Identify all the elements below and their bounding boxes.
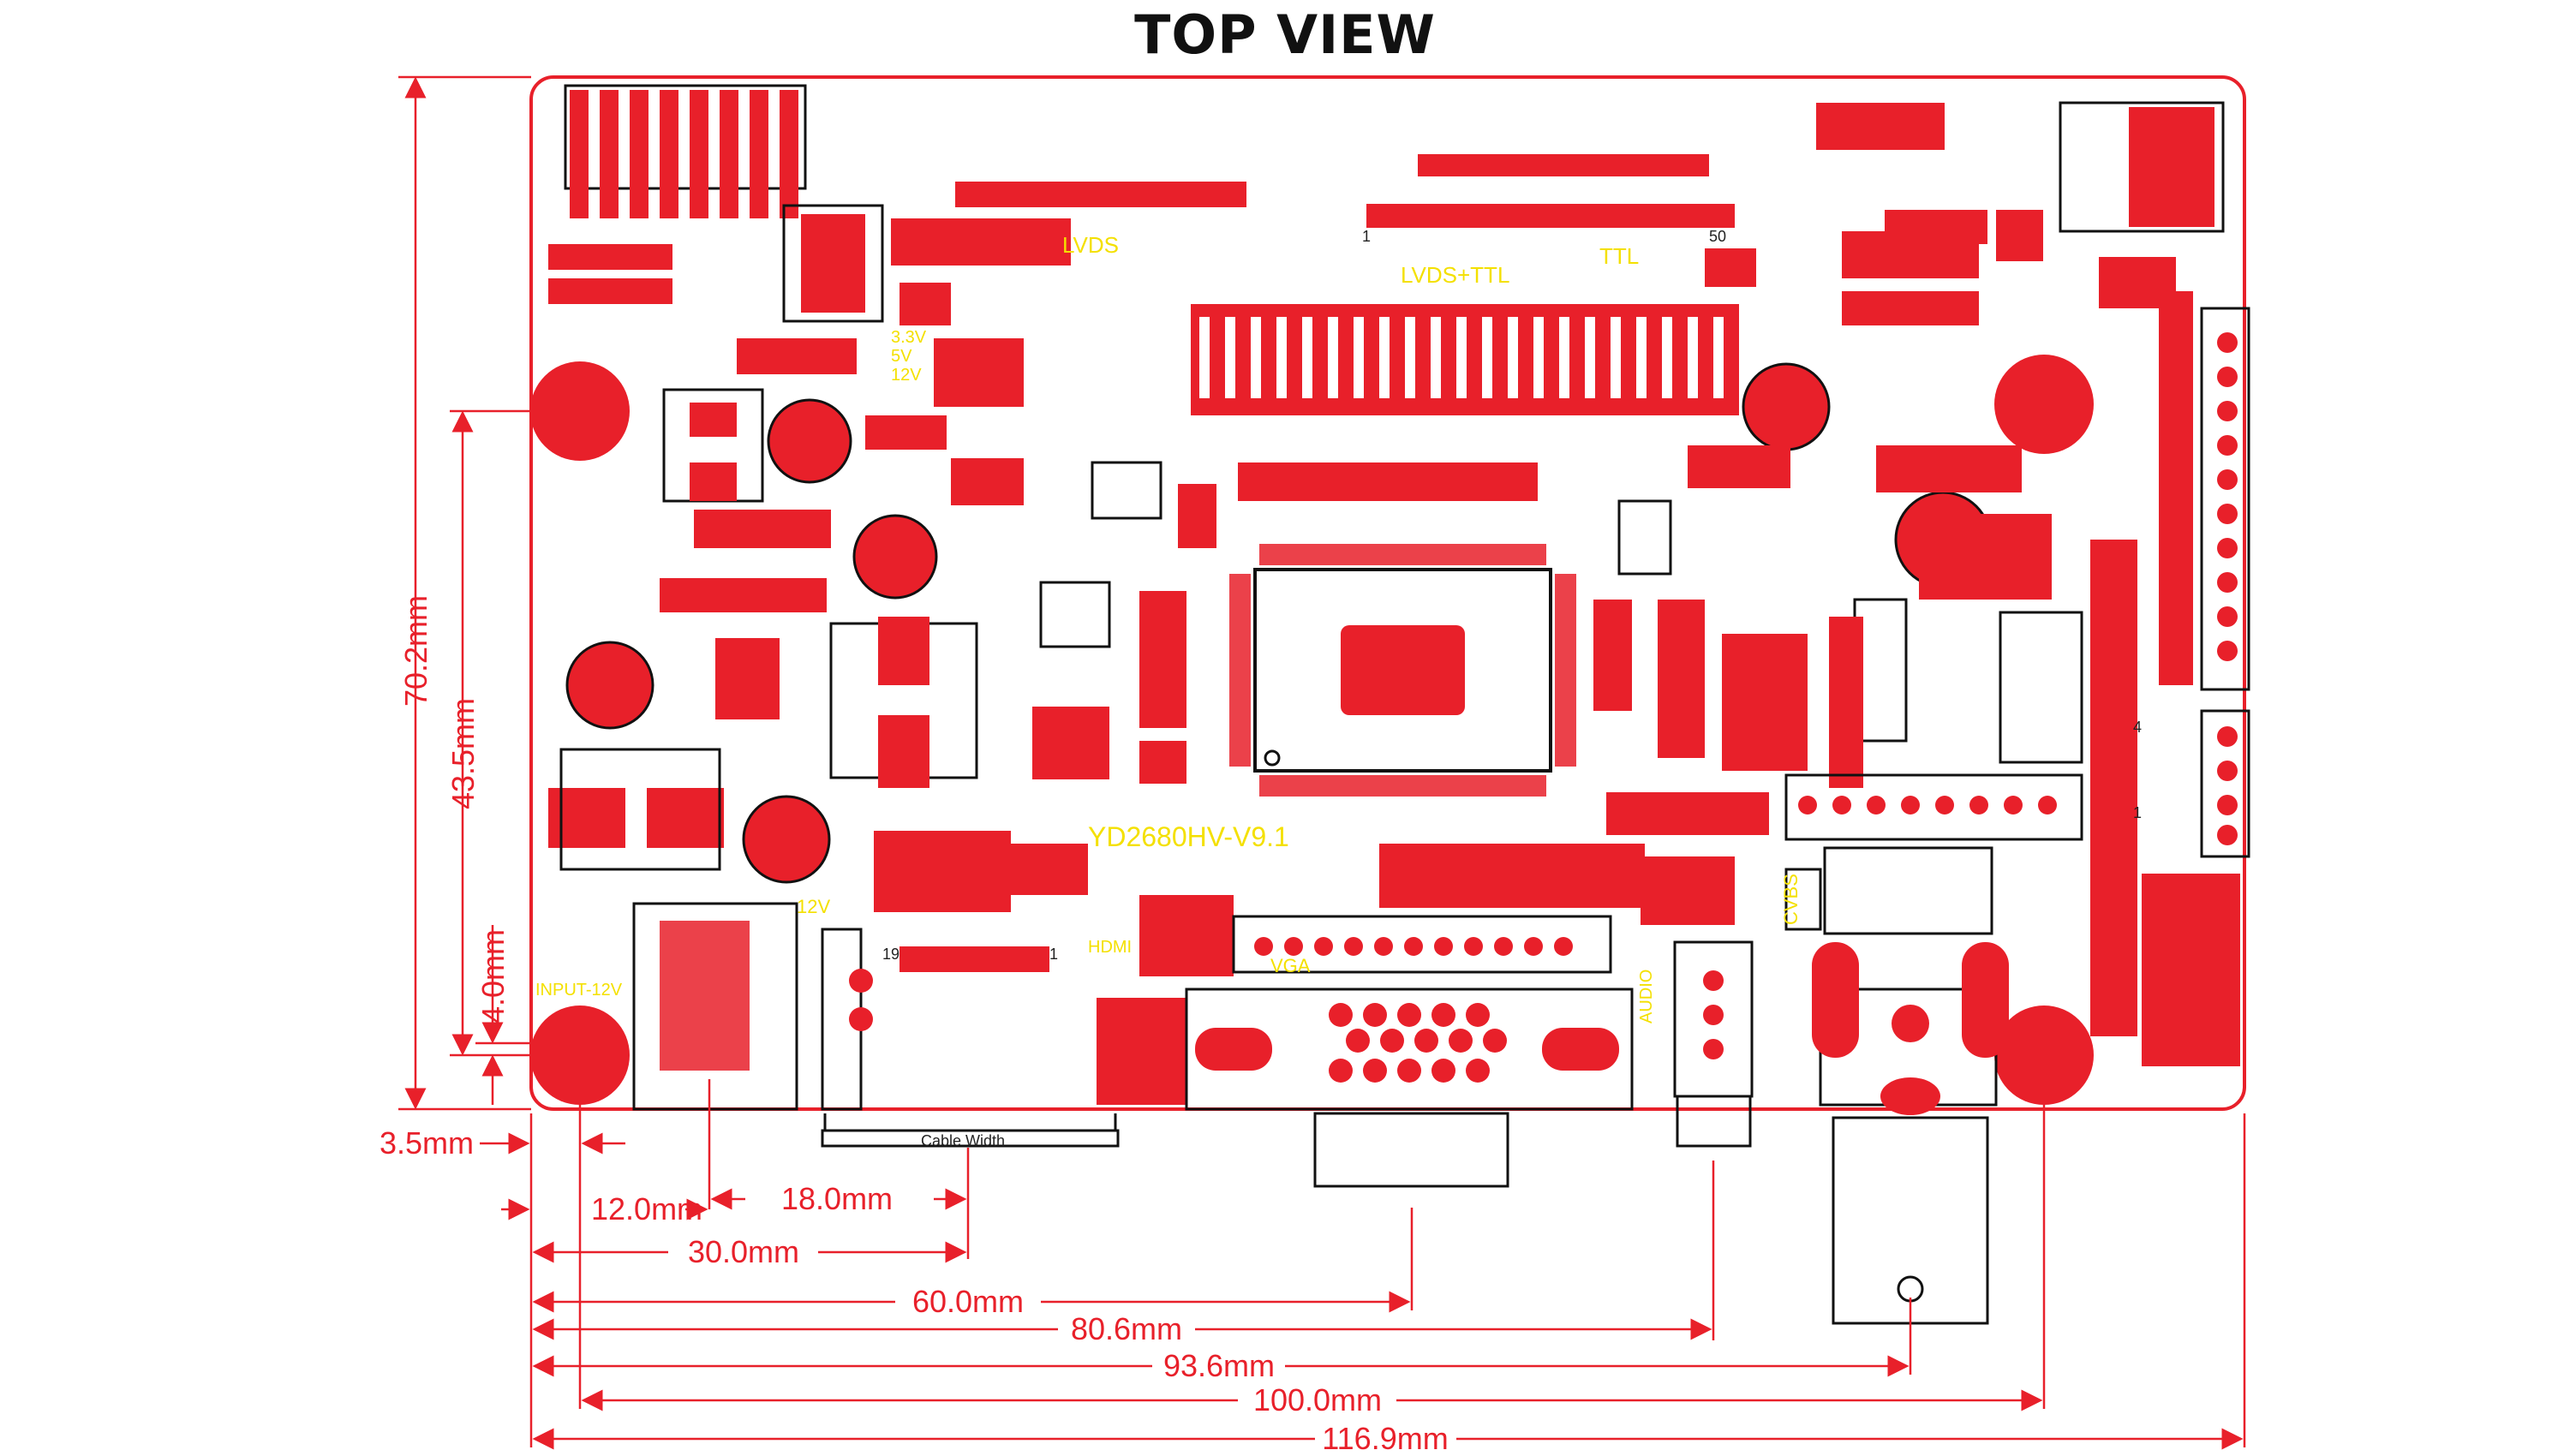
dim-h-116-9: 116.9mm (1322, 1421, 1448, 1456)
silk-12v-b: 12V (797, 896, 830, 917)
dim-h-80-6: 80.6mm (1071, 1311, 1182, 1346)
pin-1-right: 1 (2133, 804, 2142, 821)
dim-h-30: 30.0mm (688, 1234, 799, 1269)
smd-components (874, 103, 2240, 1105)
inductor (829, 617, 978, 788)
dim-height: 70.2mm (398, 595, 433, 707)
right-edge-connectors (2059, 101, 2250, 858)
power-jack (632, 902, 873, 1111)
silk-hdmi: HDMI (1088, 938, 1132, 957)
keypad-header (1784, 773, 2083, 841)
page-title: TOP VIEW (1134, 3, 1436, 66)
pin-19: 19 (882, 946, 900, 963)
dim-h-18: 18.0mm (781, 1181, 893, 1216)
dim-h-12: 12.0mm (591, 1191, 702, 1226)
board-model: YD2680HV-V9.1 (1088, 821, 1289, 852)
dim-low: 4.0mm (475, 929, 511, 1023)
silk-ttl: TTL (1599, 243, 1639, 269)
silk-input-12v: INPUT-12V (535, 981, 623, 1000)
pin-1-lvds: 1 (1362, 228, 1371, 245)
silk-vga: VGA (1270, 955, 1311, 976)
silk-audio: AUDIO (1637, 970, 1656, 1023)
dim-h-3-5: 3.5mm (380, 1125, 474, 1161)
silk-3v3: 3.3V (891, 328, 927, 347)
vga-connector (1185, 915, 1634, 1188)
silk-cvbs: CVBS (1780, 874, 1802, 925)
pin-4: 4 (2133, 719, 2142, 736)
dim-h-60: 60.0mm (912, 1284, 1024, 1319)
cable-width-label: Cable Width (921, 1132, 1005, 1149)
audio-jack (1673, 940, 1754, 1148)
mounting-holes (530, 355, 2094, 1105)
dim-h-93-6: 93.6mm (1163, 1348, 1275, 1383)
dim-h-100: 100.0mm (1253, 1382, 1382, 1417)
header-top-left (564, 84, 807, 218)
dimension-lines (398, 75, 2246, 1450)
silk-12v-a: 12V (891, 366, 922, 385)
cvbs-jack (1784, 846, 2009, 1325)
dim-mid: 43.5mm (445, 698, 481, 809)
main-chip (1229, 544, 1576, 797)
silk-lvds: LVDS (1062, 232, 1119, 258)
silk-lvds-ttl: LVDS+TTL (1401, 262, 1509, 288)
power-section (548, 204, 1071, 871)
silk-5v: 5V (891, 347, 912, 366)
pin-1-hdmi: 1 (1049, 946, 1058, 963)
hdmi-ribbon-connector (821, 946, 1120, 1148)
pin-50: 50 (1709, 228, 1726, 245)
